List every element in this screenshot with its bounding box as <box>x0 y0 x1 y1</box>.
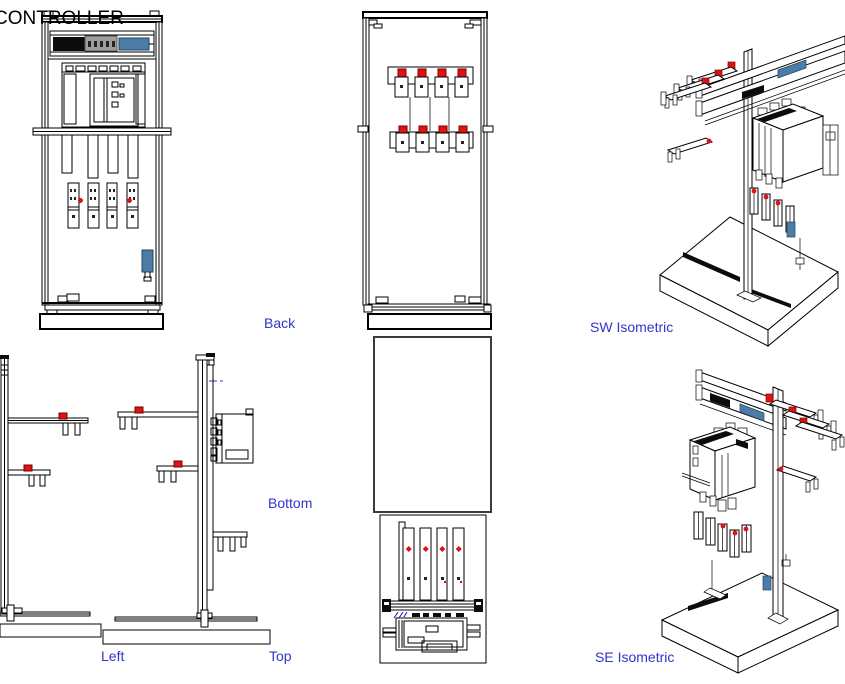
se-isometric-view[interactable] <box>660 369 845 674</box>
red-indicator <box>422 546 429 552</box>
connector-module <box>126 182 139 229</box>
iso-top-beams <box>695 369 787 436</box>
label-blue-block <box>118 37 150 51</box>
red-indicator <box>455 546 462 552</box>
iso-hanging-connectors <box>749 187 805 270</box>
left-rear-post <box>0 355 102 638</box>
base-plinth <box>367 313 492 330</box>
view-label-sw-isometric[interactable]: SW Isometric <box>590 319 674 335</box>
terminal-row-lower <box>389 125 474 153</box>
label-blue-block <box>777 59 807 79</box>
bottom-base-outline <box>373 336 492 513</box>
connector-module <box>106 182 118 229</box>
iso-hanging-connectors <box>693 511 772 600</box>
connector-module <box>87 182 100 229</box>
iso-breaker-box <box>751 103 839 189</box>
view-label-se-isometric[interactable]: SE Isometric <box>595 649 675 665</box>
left-view[interactable] <box>0 353 271 645</box>
red-indicator <box>439 546 445 552</box>
iso-bus-arms <box>765 393 845 567</box>
iso-breaker-box <box>681 426 757 512</box>
front-header-panel <box>48 30 156 60</box>
top-view[interactable] <box>379 514 487 664</box>
left-front-post <box>102 353 271 645</box>
top-dash-row <box>412 613 464 617</box>
bottom-view[interactable] <box>373 336 492 513</box>
front-breaker <box>89 73 139 127</box>
front-connector-modules <box>67 182 139 229</box>
iso-column <box>767 386 789 625</box>
drawing-title[interactable]: CONTROLLER <box>0 8 124 29</box>
display-black-block <box>53 37 85 51</box>
left-breaker-side <box>210 408 254 464</box>
display-black-block <box>710 393 730 408</box>
base-plinth <box>102 629 271 645</box>
floor-bar <box>683 252 740 282</box>
terminal-wires <box>409 97 450 131</box>
display-black-block <box>742 85 764 99</box>
sw-isometric-view[interactable] <box>659 35 845 348</box>
back-base <box>363 295 492 330</box>
front-side-device <box>141 249 154 282</box>
iso-bus-arms <box>660 61 739 163</box>
red-indicator <box>127 198 132 203</box>
connector-module <box>67 182 80 229</box>
view-label-back[interactable]: Back <box>264 315 296 331</box>
front-shelf <box>32 127 172 136</box>
terminal-row-upper <box>387 66 474 98</box>
back-view[interactable] <box>357 11 494 330</box>
front-view[interactable] <box>32 10 172 330</box>
center-mark <box>209 377 223 385</box>
front-mid-section <box>61 62 146 128</box>
top-bus-bars <box>402 527 465 601</box>
floor-bar <box>751 289 791 308</box>
view-label-top[interactable]: Top <box>269 648 292 664</box>
iso-base-plate <box>660 572 840 674</box>
base-plinth <box>0 623 102 638</box>
front-bus-bars <box>61 134 139 179</box>
base-plinth <box>39 313 164 330</box>
red-indicator <box>405 546 412 552</box>
front-base <box>39 293 164 330</box>
blue-hatch-marks <box>393 611 408 619</box>
view-label-bottom[interactable]: Bottom <box>268 495 313 511</box>
label-blue-block <box>739 403 765 422</box>
iso-top-beams <box>695 35 845 126</box>
top-breaker <box>382 617 481 653</box>
iso-column <box>736 48 762 303</box>
red-indicator <box>78 198 83 203</box>
top-rail <box>382 599 483 612</box>
view-label-left[interactable]: Left <box>101 648 125 664</box>
